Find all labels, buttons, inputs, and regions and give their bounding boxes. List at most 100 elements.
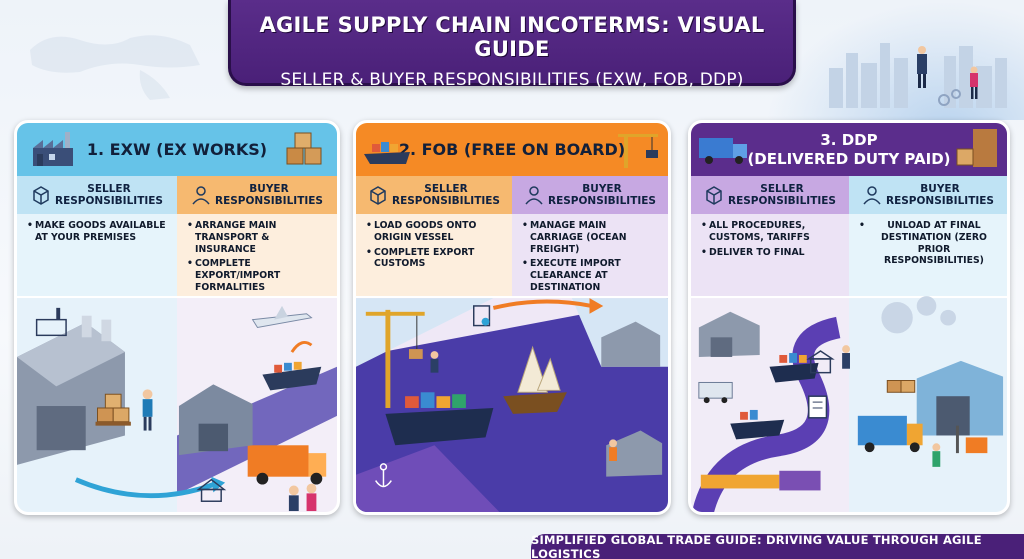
pallet-boxes-illustration — [886, 380, 916, 393]
fob-seller-sublabel: RESPONSIBILITIES — [391, 195, 500, 207]
list-item: DELIVER TO FINAL — [701, 247, 843, 259]
gears-illustration — [881, 296, 956, 334]
person-illustration — [430, 351, 617, 461]
package-icon — [370, 186, 386, 205]
footer-banner: SIMPLIFIED GLOBAL TRADE GUIDE: DRIVING V… — [531, 533, 1024, 559]
fob-seller-list: LOAD GOODS ONTO ORIGIN VESSEL COMPLETE E… — [356, 214, 512, 270]
package-icon — [706, 186, 722, 205]
title-banner: AGILE SUPPLY CHAIN INCOTERMS: VISUAL GUI… — [228, 0, 796, 90]
cargo-ship-illustration — [730, 353, 819, 440]
document-icon — [473, 305, 491, 327]
ddp-subtitle: (DELIVERED DUTY PAID) — [747, 149, 951, 168]
fob-seller-label: SELLER — [424, 182, 468, 195]
truck-illustration — [247, 445, 327, 485]
ship-icon — [364, 142, 410, 164]
list-item: UNLOAD AT FINAL DESTINATION (ZERO PRIOR … — [859, 220, 1001, 267]
customs-building-icon — [806, 350, 835, 374]
crane-icon — [618, 134, 658, 168]
train-illustration — [700, 470, 821, 491]
ddp-panel-header: 3. DDP (DELIVERED DUTY PAID) — [691, 123, 1007, 176]
exw-title: 1. EXW (EX WORKS) — [86, 140, 268, 159]
exw-scene-illustration — [17, 298, 337, 512]
fob-buyer-label: BUYER — [582, 182, 622, 195]
exw-seller-sublabel: RESPONSIBILITIES — [54, 195, 163, 207]
sailing-ship-illustration — [503, 345, 567, 414]
person-icon — [863, 186, 881, 205]
person-icon — [525, 186, 543, 205]
business-people-illustration — [288, 483, 317, 512]
exw-panel-header: 1. EXW (EX WORKS) — [17, 123, 337, 176]
boxes-icon — [286, 132, 322, 165]
river-illustration — [177, 366, 337, 495]
cargo-ship-illustration — [385, 392, 494, 446]
warehouse-illustration — [698, 311, 760, 357]
ddp-buyer-label: BUYER — [920, 182, 960, 195]
list-item: MAKE GOODS AVAILABLE AT YOUR PREMISES — [27, 220, 171, 244]
bus-illustration — [698, 381, 733, 404]
pallet-boxes-illustration — [95, 393, 131, 426]
ddp-seller-list: ALL PROCEDURES, CUSTOMS, TARIFFS DELIVER… — [691, 214, 849, 258]
airplane-illustration — [251, 305, 313, 329]
list-item: ARRANGE MAIN TRANSPORT & INSURANCE — [187, 220, 331, 255]
person-icon — [192, 186, 210, 205]
list-item: EXECUTE IMPORT CLEARANCE AT DESTINATION — [522, 258, 662, 293]
list-item: COMPLETE EXPORT/IMPORT FORMALITIES — [187, 258, 331, 293]
exw-buyer-list: ARRANGE MAIN TRANSPORT & INSURANCE COMPL… — [177, 214, 337, 294]
factory-icon — [33, 132, 73, 166]
ddp-seller-sublabel: RESPONSIBILITIES — [727, 195, 836, 207]
page-title: AGILE SUPPLY CHAIN INCOTERMS: VISUAL GUI… — [259, 13, 765, 61]
exw-seller-label: SELLER — [87, 182, 131, 195]
dock-warehouse-illustration — [601, 321, 663, 477]
list-item: LOAD GOODS ONTO ORIGIN VESSEL — [366, 220, 506, 244]
fob-buyer-list: MANAGE MAIN CARRIAGE (OCEAN FREIGHT) EXE… — [512, 214, 668, 294]
warehouse-illustration — [17, 315, 125, 465]
flow-arrow — [290, 340, 313, 353]
ddp-scene-illustration — [691, 296, 1007, 512]
flow-arrow — [492, 299, 592, 310]
small-factory-icon — [35, 307, 67, 337]
fob-title: 2. FOB (FREE ON BOARD) — [398, 140, 626, 159]
delivery-door-icon — [956, 129, 997, 167]
forklift-illustration — [955, 425, 988, 454]
ddp-seller-label: SELLER — [760, 182, 804, 195]
business-people-illustration — [917, 46, 978, 99]
final-warehouse-illustration — [916, 360, 1004, 436]
list-item: COMPLETE EXPORT CUSTOMS — [366, 247, 506, 271]
person-illustration — [842, 345, 941, 467]
anchor-icon — [375, 463, 392, 488]
fob-buyer-sublabel: RESPONSIBILITIES — [547, 195, 656, 207]
city-skyline-illustration — [829, 43, 1007, 108]
fob-panel-header: 2. FOB (FREE ON BOARD) — [356, 123, 668, 176]
page-subtitle: SELLER & BUYER RESPONSIBILITIES (EXW, FO… — [280, 70, 744, 90]
exw-buyer-sublabel: RESPONSIBILITIES — [214, 195, 323, 207]
worker-illustration — [142, 389, 153, 431]
fob-scene-illustration — [356, 298, 668, 512]
exw-buyer-label: BUYER — [249, 182, 289, 195]
ddp-buyer-sublabel: RESPONSIBILITIES — [885, 195, 994, 207]
truck-icon — [699, 138, 747, 164]
buyer-warehouse-illustration — [178, 384, 253, 456]
world-map-illustration — [30, 35, 200, 100]
document-icon — [808, 395, 828, 419]
exw-seller-list: MAKE GOODS AVAILABLE AT YOUR PREMISES — [17, 214, 177, 244]
route-path-illustration — [692, 316, 841, 512]
ddp-buyer-list: UNLOAD AT FINAL DESTINATION (ZERO PRIOR … — [849, 214, 1007, 267]
